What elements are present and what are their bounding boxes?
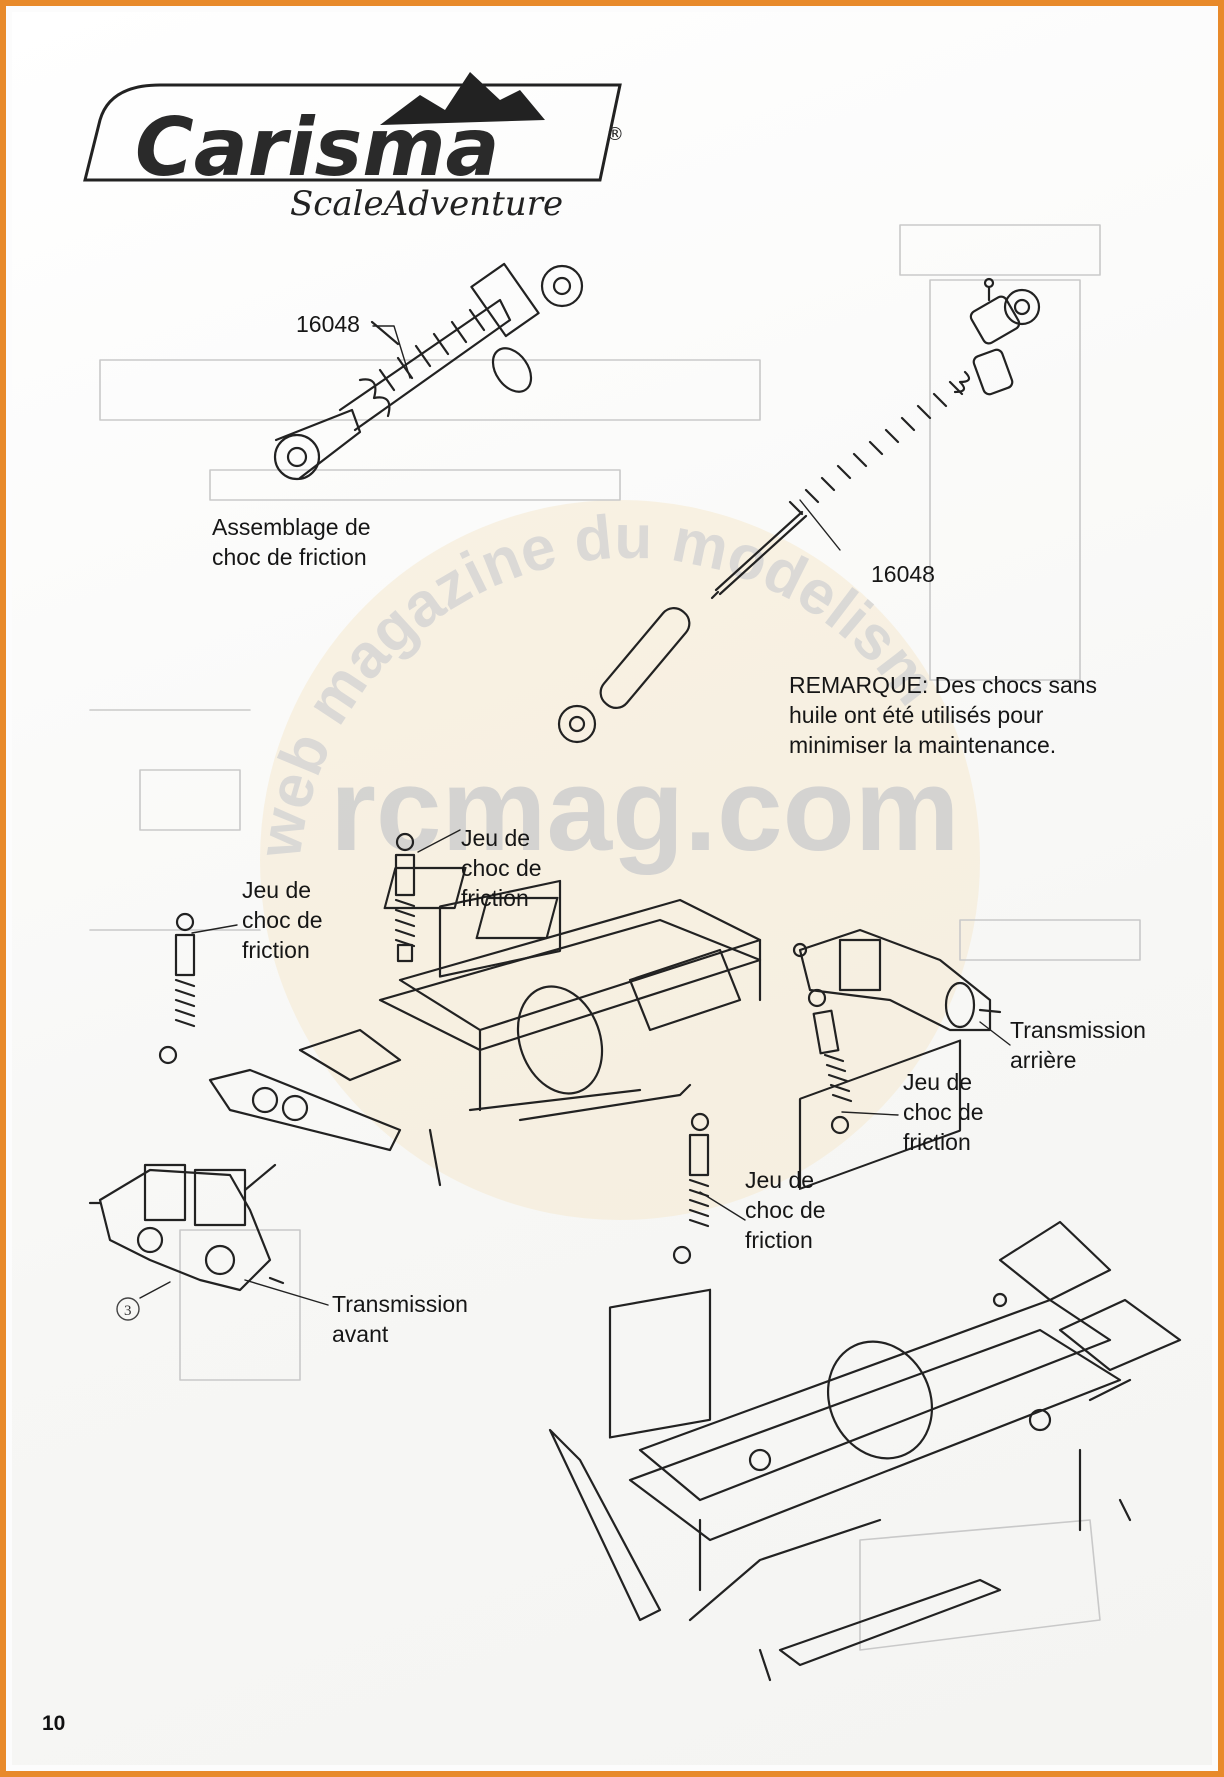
logo-subtitle: ScaleAdventure <box>290 184 563 224</box>
logo-registered-mark: ® <box>606 124 624 145</box>
logo-swoosh <box>83 83 622 182</box>
label-front-transmission: Transmission avant <box>332 1291 468 1347</box>
chassis-drawing <box>208 866 762 1187</box>
svg-text:3: 3 <box>124 1303 132 1319</box>
assembled-chassis-drawing <box>548 1039 1182 1682</box>
label-friction-shock-assembly: Assemblage de choc de friction <box>212 514 371 570</box>
step-marker: 3 <box>116 1297 140 1321</box>
shock-assembly-drawing <box>273 262 584 481</box>
shock-set-small-drawings <box>158 832 853 1265</box>
label-part-16048-right: 16048 <box>871 561 935 587</box>
leader-lines <box>139 325 1011 1306</box>
label-part-16048-top: 16048 <box>296 311 360 337</box>
label-note: REMARQUE: Des chocs sans huile ont été u… <box>789 672 1098 758</box>
page-number: 10 <box>42 1712 66 1735</box>
ghost-drawings <box>89 224 1141 1651</box>
label-shock-set-c: Jeu de choc de friction <box>903 1069 984 1155</box>
exploded-shock-drawing <box>557 277 1041 744</box>
front-transmission-drawing <box>88 1163 285 1292</box>
logo-mountains-icon <box>380 72 545 125</box>
logo-wordmark: Carisma <box>135 101 500 194</box>
label-shock-set-d: Jeu de choc de friction <box>745 1167 826 1253</box>
label-rear-transmission: Transmission arrière <box>1010 1017 1146 1073</box>
label-shock-set-a: Jeu de choc de friction <box>461 825 542 911</box>
label-shock-set-b: Jeu de choc de friction <box>242 877 323 963</box>
